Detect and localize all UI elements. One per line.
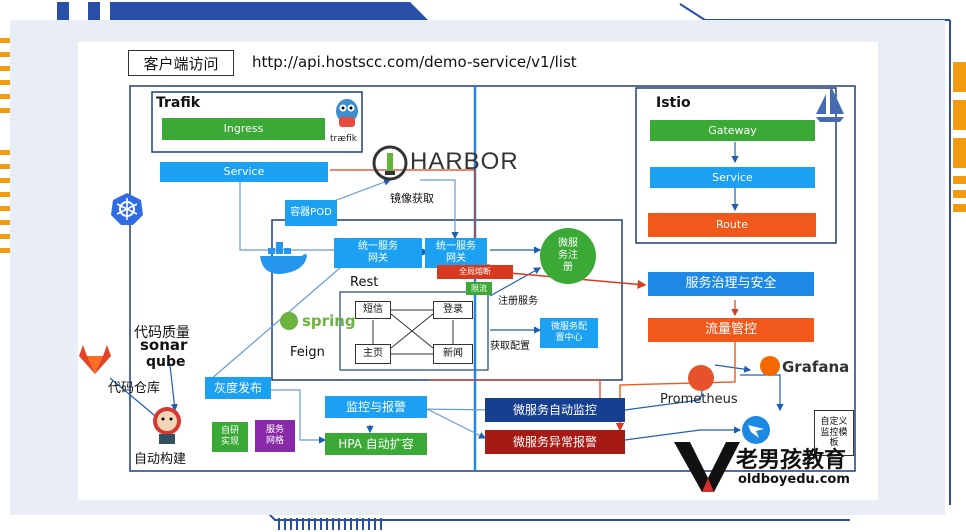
self-developed-box[interactable]: 自研 实现 xyxy=(212,422,248,452)
exception-alert-box[interactable]: 微服务异常报警 xyxy=(485,430,625,454)
istio-title: Istio xyxy=(656,95,691,111)
trafik-service-box[interactable]: Service xyxy=(160,162,328,182)
register-service-label: 注册服务 xyxy=(498,296,538,307)
auto-build-label: 自动构建 xyxy=(134,452,187,467)
circuit-breaker-box[interactable]: 全局熔断 xyxy=(437,265,513,279)
auto-monitoring-box[interactable]: 微服务自动监控 xyxy=(485,398,625,422)
api-url[interactable]: http://api.hostscc.com/demo-service/v1/l… xyxy=(252,53,577,71)
hpa-autoscale-box[interactable]: HPA 自动扩容 xyxy=(325,433,427,455)
brand-name: 老男孩教育 xyxy=(736,448,847,473)
rest-label: Rest xyxy=(350,275,379,290)
unified-gateway-2[interactable]: 统一服务 网关 xyxy=(425,238,487,268)
alert-bird-icon xyxy=(742,416,770,444)
bottom-ticks xyxy=(278,518,382,530)
frame-block-1 xyxy=(57,2,69,20)
jenkins-icon xyxy=(150,405,184,445)
spring-leaf-icon xyxy=(280,312,298,330)
traefik-logo-text: træfik xyxy=(330,134,357,144)
news-module[interactable]: 新闻 xyxy=(433,344,473,364)
grafana-icon xyxy=(760,356,780,376)
traefik-gopher-icon xyxy=(333,97,361,133)
harbor-lighthouse-icon xyxy=(372,145,408,181)
sms-module[interactable]: 短信 xyxy=(355,301,391,319)
client-access-label: 客户端访问 xyxy=(128,50,234,76)
image-pull-label: 镜像获取 xyxy=(390,192,434,205)
istio-gateway-box[interactable]: Gateway xyxy=(650,120,815,141)
qube-label: qube xyxy=(146,354,186,370)
gitlab-fox-icon xyxy=(78,344,112,374)
docker-whale-icon xyxy=(258,242,308,276)
right-dashes xyxy=(953,62,966,212)
governance-security-box[interactable]: 服务治理与安全 xyxy=(648,272,814,296)
unified-gateway-1[interactable]: 统一服务 网关 xyxy=(334,238,422,268)
istio-sail-icon xyxy=(812,82,848,124)
prometheus-label: Prometheus xyxy=(660,392,738,407)
code-repo-label: 代码仓库 xyxy=(108,381,161,396)
home-module[interactable]: 主页 xyxy=(355,344,391,364)
gray-release-box[interactable]: 灰度发布 xyxy=(205,377,271,399)
login-module[interactable]: 登录 xyxy=(433,301,473,319)
container-pod-box[interactable]: 容器POD xyxy=(285,200,337,226)
brand-v-logo xyxy=(672,438,742,494)
istio-service-box[interactable]: Service xyxy=(650,167,815,188)
custom-monitor-template-box[interactable]: 自定义 监控模 板 xyxy=(814,410,854,456)
trafik-title: Trafik xyxy=(156,95,201,111)
kubernetes-icon xyxy=(110,192,144,226)
sonar-label: sonar xyxy=(140,336,188,354)
brand-domain[interactable]: oldboyedu.com xyxy=(738,472,850,487)
feign-label: Feign xyxy=(290,345,325,360)
monitor-alert-box[interactable]: 监控与报警 xyxy=(325,396,427,418)
service-mesh-box[interactable]: 服务 网格 xyxy=(255,420,295,452)
spring-label: spring xyxy=(302,312,356,330)
code-quality-label: 代码质量 xyxy=(134,325,190,341)
ingress-box[interactable]: Ingress xyxy=(162,118,325,140)
grafana-label: Grafana xyxy=(782,358,850,376)
flow-control-box[interactable]: 流量管控 xyxy=(648,318,814,342)
frame-top-bar xyxy=(110,2,428,20)
prometheus-icon xyxy=(688,365,714,391)
frame-block-2 xyxy=(88,2,100,20)
harbor-label: HARBOR xyxy=(410,148,519,175)
module-arrows xyxy=(372,309,454,355)
istio-route-box[interactable]: Route xyxy=(648,213,816,237)
rate-limit-box[interactable]: 限流 xyxy=(466,282,492,295)
service-registry-circle[interactable]: 微服 务注 册 xyxy=(540,228,596,284)
fetch-config-label: 获取配置 xyxy=(490,341,530,352)
left-dashes xyxy=(0,38,12,253)
config-center-box[interactable]: 微服务配 置中心 xyxy=(540,318,598,348)
